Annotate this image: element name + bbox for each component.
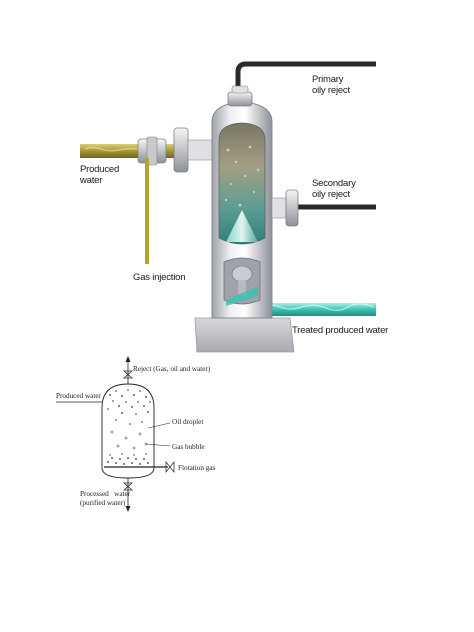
label-processed-water-line1: Processed water: [80, 490, 131, 498]
label-processed-water-line2: (purified water): [80, 499, 126, 507]
label-produced-water-line2: water: [79, 175, 102, 186]
schematic-vessel: [101, 383, 155, 479]
label-produced-water-schematic: Produced water: [56, 392, 102, 400]
base-plate: [194, 317, 295, 353]
oil-droplets: [107, 389, 151, 425]
flotation-gas-valve-icon: [165, 461, 175, 473]
label-oil-droplet: Oil droplet: [172, 418, 203, 426]
label-secondary-reject-line1: Secondary: [312, 178, 356, 189]
label-flotation-gas: Flotation gas: [178, 464, 216, 472]
treated-water-pipe: [250, 303, 376, 316]
top-diagram: Primary oily reject Produced water Secon…: [79, 61, 388, 353]
label-produced-water-line1: Produced: [80, 164, 119, 175]
label-primary-reject-line2: oily reject: [312, 85, 350, 96]
bottom-diagram: Reject (Gas, oil and water) Produced wat…: [56, 356, 216, 512]
label-gas-injection: Gas injection: [133, 272, 185, 283]
vessel-window: [218, 122, 266, 245]
label-gas-bubble: Gas bubble: [172, 443, 205, 451]
label-treated-water: Treated produced water: [292, 325, 388, 336]
internal-cone: [226, 210, 258, 242]
label-reject: Reject (Gas, oil and water): [133, 365, 211, 373]
gas-injection-tube: [145, 158, 149, 264]
label-secondary-reject-line2: oily reject: [312, 189, 350, 200]
label-primary-reject-line1: Primary: [312, 74, 344, 85]
reject-arrow-icon: [125, 356, 131, 362]
gas-bubbles: [110, 430, 148, 450]
primary-reject-pipe: [235, 61, 376, 92]
outlet-arrow-icon: [125, 506, 131, 512]
